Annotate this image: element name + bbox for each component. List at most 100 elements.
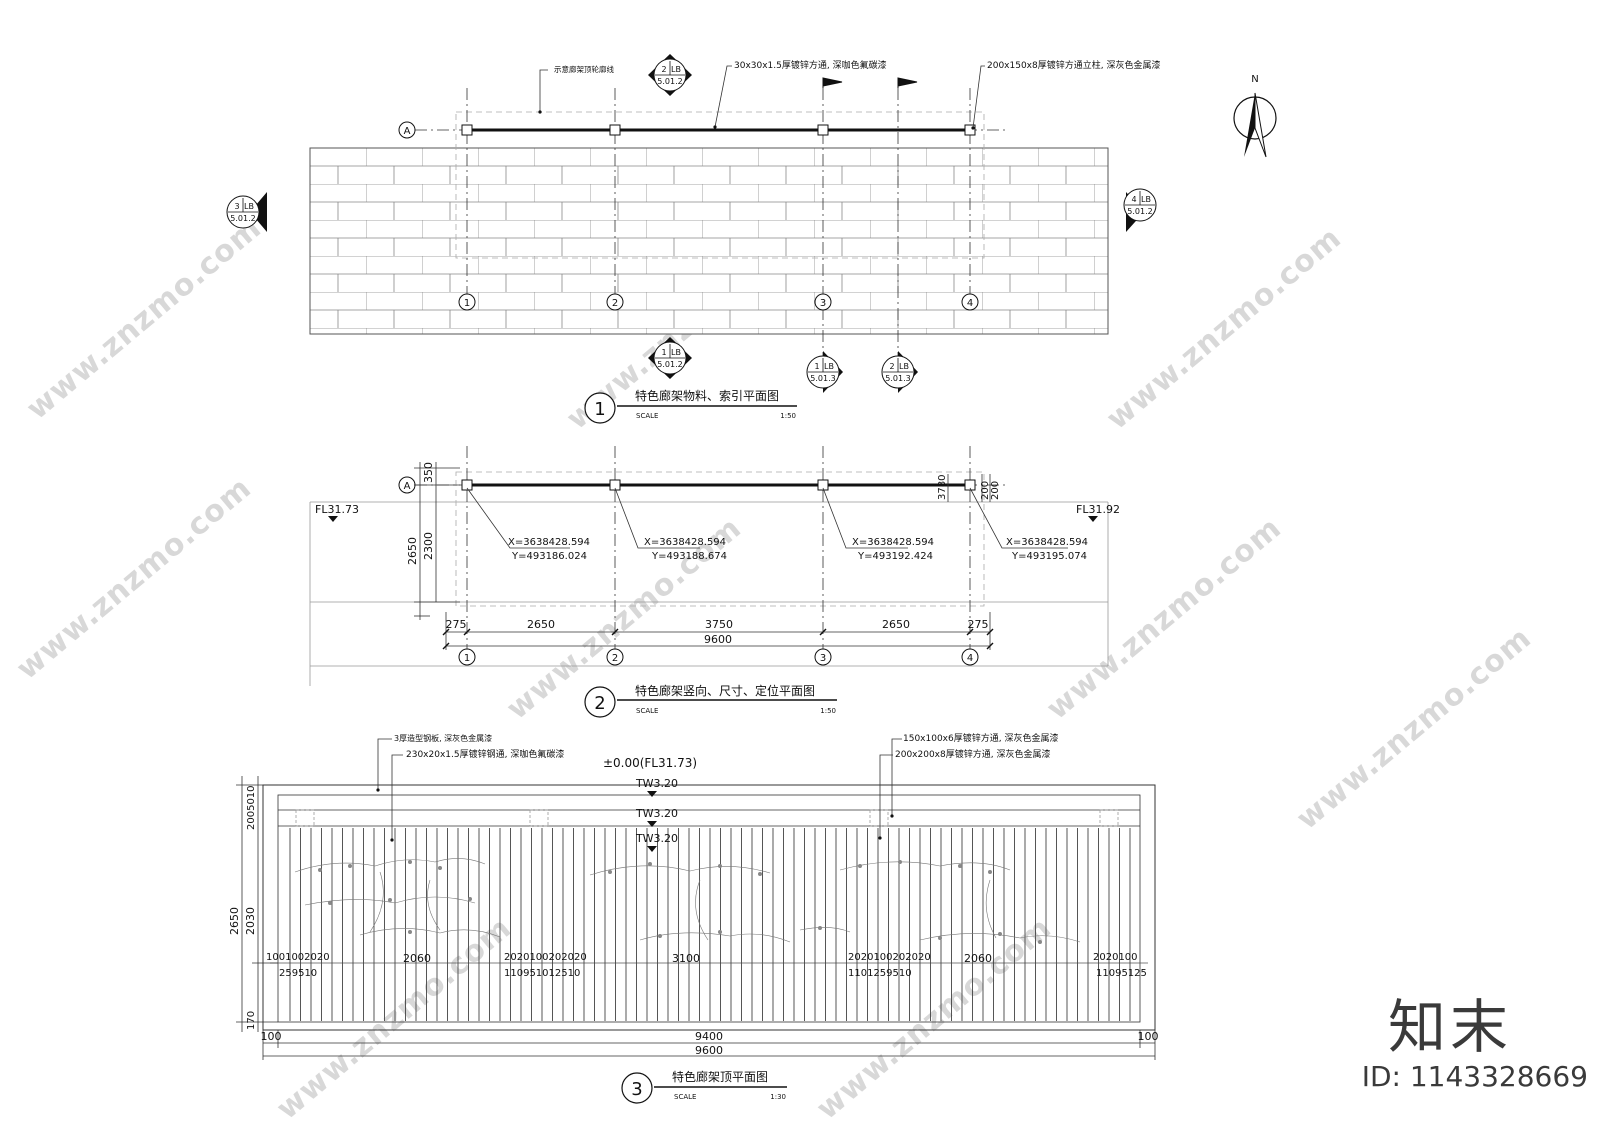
north-arrow-icon [1233, 92, 1277, 158]
section-number: 3 [234, 202, 239, 211]
roof-slats [289, 828, 1131, 1021]
level-triangle-icon [1088, 516, 1098, 522]
section-sheet: 5.01.2 [230, 214, 255, 223]
callout-tube: 30x30x1.5厚镀锌方通, 深咖色氟碳漆 [734, 59, 887, 71]
section-flag-icon [822, 77, 843, 88]
scale-label: SCALE [636, 412, 658, 420]
section-flag-icon [897, 77, 918, 88]
dim-350: 350 [422, 462, 435, 483]
section-number: 4 [1131, 195, 1136, 204]
drawing-title: 特色廊架物料、索引平面图 [635, 388, 779, 403]
dim-200-b: 200 [990, 481, 1001, 500]
seg-top-2: 2020100202020 [504, 952, 587, 963]
section-marker-2-b[interactable]: 2 LB 5.01.3 [881, 351, 918, 393]
seg-top-1: 1001002020 [266, 952, 330, 963]
tw-level-3: TW3.20 [635, 832, 678, 845]
scale-value: 1:50 [820, 707, 836, 715]
coord-y-1: Y=493186.024 [511, 551, 587, 562]
section-code: LB [244, 202, 254, 211]
drawing-number: 1 [594, 399, 605, 420]
section-marker-4[interactable]: 4 LB 5.01.2 [1123, 188, 1157, 232]
axis-1: 1 [464, 653, 470, 664]
seg-top-4: 2020100 [1093, 952, 1138, 963]
span-2: 3100 [672, 952, 700, 965]
section-number: 1 [661, 348, 666, 357]
level-right: FL31.92 [1076, 503, 1120, 516]
coord-y-3: Y=493192.424 [857, 551, 933, 562]
callout-outline: 示意廊架顶轮廓线 [554, 64, 614, 74]
level-triangle-icon [647, 821, 657, 827]
span-1: 2060 [403, 952, 431, 965]
dim-275-left: 275 [446, 618, 467, 631]
seg-bottom-2: 110951012510 [504, 968, 580, 979]
section-marker-3[interactable]: 3 LB 5.01.2 [226, 192, 267, 232]
coord-x-2: X=3638428.594 [644, 537, 726, 548]
drawing-3-roof-plan: ±0.00(FL31.73) TW3.20 TW3.20 TW3.20 3厚造型… [228, 732, 1159, 1104]
scale-value: 1:50 [780, 412, 796, 420]
section-code: LB [899, 362, 909, 371]
axis-4: 4 [967, 298, 973, 309]
axis-2: 2 [612, 298, 618, 309]
scale-label: SCALE [674, 1093, 696, 1101]
section-code: LB [671, 348, 681, 357]
level-left: FL31.73 [315, 503, 359, 516]
north-label: N [1251, 74, 1258, 85]
dim-2650-left: 2650 [527, 618, 555, 631]
foliage-dots [318, 860, 1042, 944]
tw-level-1: TW3.20 [635, 777, 678, 790]
axis-2: 2 [612, 653, 618, 664]
axis-3: 3 [820, 653, 826, 664]
grid-a-label: A [404, 126, 411, 137]
coord-y-4: Y=493195.074 [1011, 551, 1087, 562]
level-zero: ±0.00(FL31.73) [603, 756, 697, 770]
section-number: 1 [814, 362, 819, 371]
callout-beam: 150x100x6厚镀锌方通, 深灰色金属漆 [903, 732, 1058, 744]
level-triangle-icon [328, 516, 338, 522]
drawing-2-setout: A FL31.73 FL31.92 350 2650 2300 3780 200… [309, 446, 1120, 718]
coord-x-3: X=3638428.594 [852, 537, 934, 548]
dim-2650-right: 2650 [882, 618, 910, 631]
section-marker-2[interactable]: 2 LB 5.01.2 [648, 54, 692, 96]
dim-200-a: 200 [980, 481, 991, 500]
section-marker-1-b[interactable]: 1 LB 5.01.3 [806, 351, 843, 393]
dim-2650: 2650 [228, 907, 241, 935]
dim-9600: 9600 [695, 1044, 723, 1057]
tw-level-2: TW3.20 [635, 807, 678, 820]
dim-9400: 9400 [695, 1030, 723, 1043]
dim-3780: 3780 [937, 475, 948, 500]
callout-flat-bar: 230x20x1.5厚镀锌钢通, 深咖色氟碳漆 [406, 748, 564, 760]
section-code: LB [671, 65, 681, 74]
dim-3750: 3750 [705, 618, 733, 631]
brand-logo: 知末 [1387, 993, 1512, 1061]
section-sheet: 5.01.2 [1127, 207, 1152, 216]
coord-y-2: Y=493188.674 [651, 551, 727, 562]
section-number: 2 [661, 65, 666, 74]
seg-bottom-1: 259510 [279, 968, 317, 979]
coord-x-4: X=3638428.594 [1006, 537, 1088, 548]
seg-top-3: 2020100202020 [848, 952, 931, 963]
scale-value: 1:30 [770, 1093, 786, 1101]
dim-170: 170 [246, 1011, 257, 1030]
span-3: 2060 [964, 952, 992, 965]
section-code: LB [1141, 195, 1151, 204]
callout-plate: 3厚造型钢板, 深灰色金属漆 [394, 733, 492, 743]
callout-column: 200x200x8厚镀锌方通, 深灰色金属漆 [895, 748, 1050, 760]
grid-a-label: A [404, 481, 411, 492]
image-id: ID: 1143328669 [1361, 1060, 1588, 1093]
scale-label: SCALE [636, 707, 658, 715]
dim-2300: 2300 [422, 532, 435, 560]
dim-100-right: 100 [1138, 1030, 1159, 1043]
dim-2650: 2650 [406, 537, 419, 565]
dim-100-left: 100 [261, 1030, 282, 1043]
drawing-title: 特色廊架竖向、尺寸、定位平面图 [635, 683, 815, 698]
foliage-pattern [294, 858, 1081, 943]
dim-total-9600: 9600 [704, 633, 732, 646]
drawing-number: 3 [631, 1079, 642, 1100]
drawing-1-plan: A 1 2 3 4 示意廊架顶轮廓线 30x30x1.5厚镀锌方通, 深咖色氟碳… [226, 54, 1277, 424]
section-marker-1[interactable]: 1 LB 5.01.2 [648, 337, 692, 379]
dim-top-stack: 2005010 [246, 785, 257, 830]
axis-4: 4 [967, 653, 973, 664]
drawing-title: 特色廊架顶平面图 [672, 1069, 768, 1084]
drawing-number: 2 [594, 693, 605, 714]
level-triangle-icon [647, 846, 657, 852]
